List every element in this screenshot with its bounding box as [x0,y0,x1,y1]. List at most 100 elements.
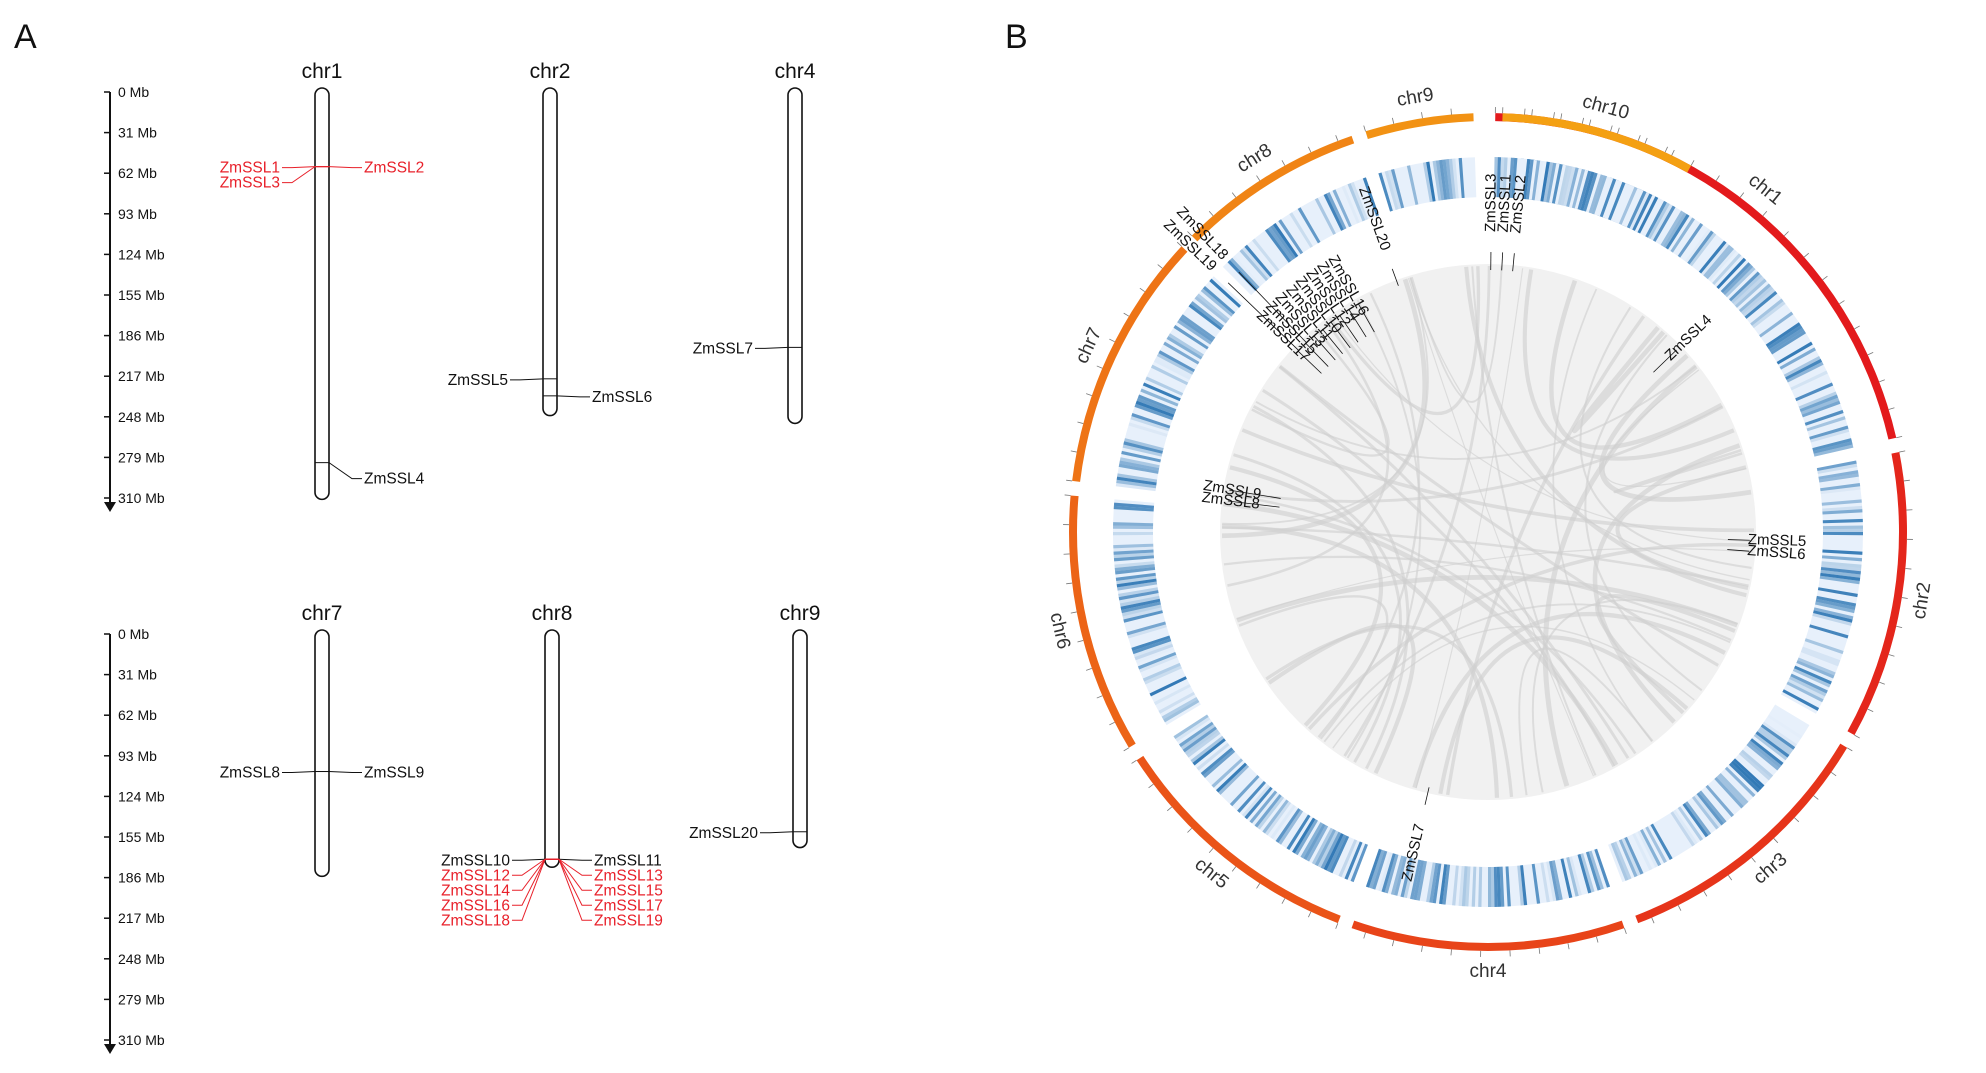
heatmap-bin [1113,543,1154,549]
circos-tick [1637,135,1641,141]
heatmap-bin [1813,441,1853,454]
heatmap-bin [1531,863,1541,904]
heatmap-bin [1718,772,1749,805]
heatmap-bin [1178,316,1214,343]
heatmap-bin [1677,806,1704,842]
heatmap-bin [1116,476,1157,486]
heatmap-bin [1822,518,1863,524]
heatmap-bin [1502,157,1508,198]
circos-tick [1588,119,1592,126]
heatmap-bin [1114,564,1155,572]
circos-tick [1066,479,1073,482]
heatmap-bin [1294,819,1318,856]
heatmap-bin [1448,158,1456,199]
circos-tick [1671,149,1675,156]
scale-tick-label: 0 Mb [118,626,149,642]
circos-gene-connector [1512,253,1515,272]
heatmap-bin [1652,205,1676,242]
circos-tick [1677,905,1682,911]
circos-tick [1896,436,1903,439]
heatmap-bin [1452,865,1459,906]
gene-connector-line [558,858,592,876]
heatmap-bin [1254,794,1282,828]
circos-chromosome-chr4: chr4 [1351,920,1627,982]
heatmap-bin [1694,794,1722,828]
heatmap-bin [1580,853,1595,893]
heatmap-bin [1264,228,1292,263]
circos-chromosome-arc [1069,495,1136,748]
heatmap-bin [1816,595,1857,607]
heatmap-bin [1194,296,1228,324]
heatmap-bin [1806,416,1846,432]
scale-tick-label: 279 Mb [118,449,165,465]
heatmap-bin [1817,463,1858,474]
heatmap-bin [1517,865,1524,906]
circos-tick [1256,175,1261,181]
heatmap-bin [1770,330,1807,355]
heatmap-bin [1458,157,1465,199]
heatmap-bin [1286,814,1311,851]
synteny-link [1227,320,1390,587]
heatmap-bin [1180,314,1216,340]
heatmap-bin [1820,572,1861,581]
heatmap-bin [1525,159,1534,200]
heatmap-bin [1124,438,1164,451]
circos-tick [1553,112,1555,119]
circos-gene-connector [1339,315,1359,343]
heatmap-bin [1252,238,1280,272]
heatmap-bin [1765,322,1801,348]
heatmap-bin [1817,587,1858,598]
heatmap-bin [1689,232,1717,267]
gene-connector-line [556,395,590,398]
circos-tick [1813,795,1819,800]
heatmap-bin [1113,546,1154,552]
circos-chromosome-arc [1351,920,1625,952]
circos-chromosome-arc [1502,113,1692,173]
heatmap-bin [1698,240,1727,274]
heatmap-bin [1200,288,1234,317]
circos-tick [1524,108,1526,115]
heatmap-bin [1121,604,1162,617]
gene-connector-line [512,858,546,861]
heatmap-bin [1588,850,1604,890]
chromosome-body [787,87,803,425]
synteny-link [1518,647,1654,796]
circos-tick [1157,264,1163,269]
heatmap-bin [1432,160,1442,201]
heatmap-bin [1566,167,1579,207]
heatmap-bin [1442,159,1451,200]
heatmap-bin [1742,288,1776,317]
circos-tick [1392,117,1395,124]
heatmap-bin [1403,858,1416,899]
heatmap-bin [1372,850,1388,890]
circos-tick [1703,890,1708,897]
heatmap-bin [1523,159,1531,200]
circos-tick [1867,352,1874,356]
gene-label: ZmSSL5 [448,372,508,389]
heatmap-bin [1821,561,1862,568]
heatmap-bin [1585,851,1601,891]
heatmap-bin [1117,581,1158,591]
heatmap-bin [1682,803,1709,838]
heatmap-bin [1229,257,1260,289]
circos-gene-connector [1501,252,1504,271]
synteny-link [1278,365,1630,759]
heatmap-bin [1134,403,1174,421]
heatmap-bin [1326,834,1347,872]
heatmap-bin [1724,766,1756,798]
heatmap-bin [1145,376,1184,396]
circos-gene-connector [1391,268,1399,286]
heatmap-bin [1493,866,1498,907]
circos-gene-connector [1348,309,1367,338]
heatmap-bin [1787,678,1826,700]
heatmap-bin [1493,157,1498,198]
heatmap-bin [1569,856,1582,896]
synteny-link [1332,625,1695,749]
heatmap-bin [1687,230,1714,265]
heatmap-bin [1426,161,1436,202]
gene-connector-line [282,166,316,169]
